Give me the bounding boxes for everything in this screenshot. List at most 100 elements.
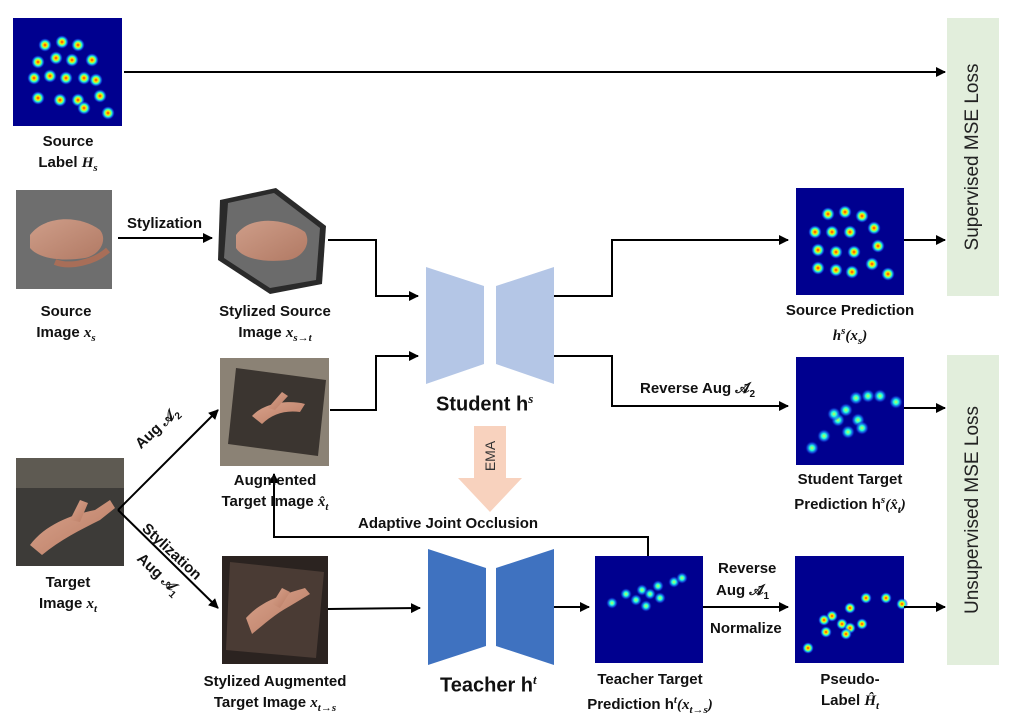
stylized-source-image bbox=[218, 188, 326, 294]
teacher-network-label: Teacher ht bbox=[440, 672, 537, 697]
pseudo-label-heatmap bbox=[795, 556, 908, 663]
heatmap-keypoint bbox=[821, 207, 835, 221]
target-image-line2: Image xt bbox=[38, 595, 98, 615]
unsupervised-loss-box: Unsupervised MSE Loss bbox=[947, 355, 999, 665]
heatmap-keypoint bbox=[896, 598, 908, 610]
heatmap-keypoint bbox=[839, 403, 853, 417]
heatmap-keypoint bbox=[841, 425, 855, 439]
source-label-heatmap bbox=[13, 18, 122, 126]
teacher-target-prediction-heatmap bbox=[595, 556, 703, 663]
heatmap-keypoint bbox=[889, 395, 903, 409]
source-label-caption: Source Label Hs bbox=[18, 131, 118, 179]
heatmap-keypoint bbox=[820, 626, 832, 638]
source-prediction-heatmap bbox=[796, 188, 904, 295]
heatmap-keypoint bbox=[845, 265, 859, 279]
adaptive-occlusion-arrow bbox=[269, 473, 649, 556]
heatmap-keypoint bbox=[644, 588, 656, 600]
student-target-caption: Student Target Prediction hs(x̂t) bbox=[770, 469, 930, 521]
heatmap-keypoint bbox=[818, 614, 830, 626]
target-image-line1: Target bbox=[45, 574, 91, 591]
source-image-line1: Source bbox=[40, 303, 92, 320]
student-to-reverse-aug-arrow bbox=[554, 355, 789, 411]
heatmap-keypoint bbox=[861, 389, 875, 403]
heatmap-keypoint bbox=[805, 441, 819, 455]
heatmap-keypoint bbox=[867, 221, 881, 235]
student-network-label: Student hs bbox=[436, 391, 534, 416]
teacher-target-line2: Prediction ht(xt→s) bbox=[587, 694, 713, 716]
connectors bbox=[117, 67, 946, 614]
source-label-line1: Source bbox=[42, 133, 94, 150]
aug-a2-arrow bbox=[117, 409, 219, 511]
student-target-prediction-heatmap bbox=[796, 357, 904, 465]
stylized-source-line2: Image xs→t bbox=[238, 324, 312, 344]
heatmap-keypoint bbox=[654, 592, 666, 604]
heatmap-keypoint bbox=[811, 243, 825, 257]
heatmap-keypoint bbox=[881, 267, 895, 281]
source-image-line2: Image xs bbox=[36, 324, 96, 344]
heatmap-keypoint bbox=[838, 205, 852, 219]
heatmap-keypoint bbox=[873, 389, 887, 403]
reverse-label: Reverse bbox=[718, 560, 777, 577]
heatmap-keypoint bbox=[620, 588, 632, 600]
student-target-line1: Student Target bbox=[797, 471, 903, 488]
heatmap-keypoint bbox=[59, 71, 73, 85]
heatmap-keypoint bbox=[849, 391, 863, 405]
ema-label: EMA bbox=[482, 440, 498, 472]
stylized-source-to-student-arrow bbox=[328, 239, 419, 301]
heatmap-keypoint bbox=[829, 245, 843, 259]
heatmap-keypoint bbox=[802, 642, 814, 654]
source-prediction-line1: Source Prediction bbox=[785, 302, 915, 319]
heatmap-keypoint bbox=[811, 261, 825, 275]
pseudo-label-line2: Label Ĥt bbox=[820, 692, 880, 712]
target-image-caption: Target Image xt bbox=[18, 572, 118, 620]
heatmap-keypoint bbox=[827, 407, 841, 421]
heatmap-keypoint bbox=[27, 71, 41, 85]
heatmap-keypoint bbox=[640, 600, 652, 612]
stylized-source-caption: Stylized Source Image xs→t bbox=[195, 301, 355, 349]
teacher-target-line1: Teacher Target bbox=[597, 671, 703, 688]
heatmap-keypoint bbox=[840, 628, 852, 640]
augmented-target-caption: Augmented Target Image x̂t bbox=[195, 470, 355, 518]
aug-a1-tilde-label: Aug 𝒜̃1 bbox=[716, 582, 770, 602]
heatmap-keypoint bbox=[860, 592, 872, 604]
heatmap-keypoint bbox=[865, 257, 879, 271]
heatmap-keypoint bbox=[825, 225, 839, 239]
teacher-network bbox=[428, 549, 554, 665]
augmented-target-line2: Target Image x̂t bbox=[221, 493, 329, 513]
normalize-label: Normalize bbox=[710, 620, 782, 637]
stylized-source-line1: Stylized Source bbox=[219, 303, 331, 320]
stylized-aug-to-teacher-arrow bbox=[327, 603, 421, 614]
augmented-target-line1: Augmented bbox=[233, 472, 317, 489]
heatmap-keypoint bbox=[77, 71, 91, 85]
stylized-augmented-line1: Stylized Augmented bbox=[203, 673, 347, 690]
heatmap-keypoint bbox=[31, 55, 45, 69]
stylized-augmented-caption: Stylized Augmented Target Image xt→s bbox=[180, 671, 370, 719]
source-prediction-caption: Source Prediction hs(xs) bbox=[770, 300, 930, 352]
augmented-to-student-arrow bbox=[330, 351, 419, 411]
student-to-source-prediction-arrow bbox=[554, 235, 789, 297]
ema-arrow bbox=[458, 426, 522, 512]
adaptive-occlusion-label: Adaptive Joint Occlusion bbox=[358, 515, 539, 532]
heatmap-keypoint bbox=[53, 93, 67, 107]
heatmap-keypoint bbox=[817, 429, 831, 443]
target-image bbox=[16, 458, 124, 566]
source-prediction-line2: hs(xs) bbox=[832, 325, 868, 347]
stylized-augmented-line2: Target Image xt→s bbox=[213, 694, 337, 714]
heatmap-keypoint bbox=[49, 51, 63, 65]
heatmap-keypoint bbox=[871, 239, 885, 253]
heatmap-keypoint bbox=[71, 38, 85, 52]
heatmap-keypoint bbox=[38, 38, 52, 52]
source-image bbox=[16, 190, 112, 289]
heatmap-keypoint bbox=[847, 245, 861, 259]
student-target-line2: Prediction hs(x̂t) bbox=[794, 494, 906, 516]
heatmap-keypoint bbox=[606, 597, 618, 609]
supervised-loss-box: Supervised MSE Loss bbox=[947, 18, 999, 296]
heatmap-keypoint bbox=[855, 209, 869, 223]
stylization-top-label: Stylization bbox=[127, 215, 203, 232]
heatmap-keypoint bbox=[630, 594, 642, 606]
heatmap-keypoint bbox=[676, 572, 688, 584]
heatmap-keypoint bbox=[829, 263, 843, 277]
heatmap-keypoint bbox=[843, 225, 857, 239]
heatmap-keypoint bbox=[31, 91, 45, 105]
